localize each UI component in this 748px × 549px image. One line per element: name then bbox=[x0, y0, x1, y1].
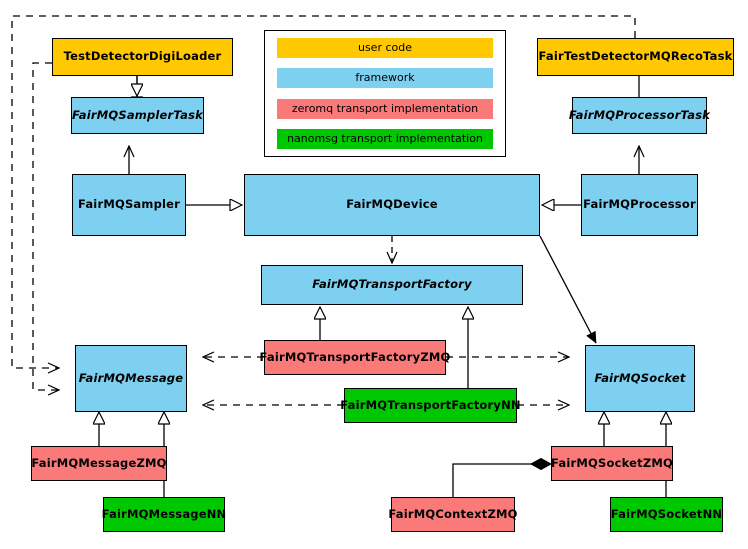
class-box-fairmqmessage[interactable]: FairMQMessage bbox=[75, 345, 187, 412]
class-box-label: FairMQMessage bbox=[78, 370, 184, 385]
class-box-label: FairMQProcessor bbox=[583, 197, 696, 212]
class-box-fairmqsocketnn[interactable]: FairMQSocketNN bbox=[610, 497, 723, 532]
class-box-testdetectordigiloader[interactable]: TestDetectorDigiLoader bbox=[52, 38, 233, 76]
class-box-fairmqprocessortask[interactable]: FairMQProcessorTask bbox=[568, 97, 711, 134]
class-box-fairmqsocketzmq[interactable]: FairMQSocketZMQ bbox=[551, 446, 673, 481]
class-box-label: FairMQSocketZMQ bbox=[551, 455, 673, 470]
class-box-fairmqtransportfactoryzmq[interactable]: FairMQTransportFactoryZMQ bbox=[260, 340, 450, 375]
class-box-label: FairMQSocketNN bbox=[610, 506, 723, 521]
class-box-label: FairMQMessageNN bbox=[101, 506, 227, 521]
class-box-label: FairMQSamplerTask bbox=[72, 107, 203, 122]
class-box-label: FairMQTransportFactoryZMQ bbox=[259, 349, 451, 364]
edge-digiloader-message bbox=[32, 62, 59, 390]
class-box-label: TestDetectorDigiLoader bbox=[63, 49, 222, 64]
legend-item-zeromq: zeromq transport implementation bbox=[277, 98, 493, 119]
legend-item-nanomsg: nanomsg transport implementation bbox=[277, 128, 493, 149]
legend-item-user-code: user code bbox=[277, 38, 493, 58]
legend: user code framework zeromq transport imp… bbox=[264, 30, 506, 157]
class-box-label: FairMQProcessorTask bbox=[568, 107, 711, 122]
class-box-label: FairTestDetectorMQRecoTask bbox=[538, 49, 733, 64]
class-box-label: FairMQDevice bbox=[346, 197, 438, 212]
class-box-label: FairMQSocket bbox=[594, 370, 686, 385]
class-box-fairmqmessagezmq[interactable]: FairMQMessageZMQ bbox=[31, 446, 167, 481]
class-box-fairmqtransportfactory[interactable]: FairMQTransportFactory bbox=[261, 265, 523, 305]
class-box-label: FairMQMessageZMQ bbox=[31, 455, 167, 470]
edge-device-socket bbox=[539, 235, 597, 343]
class-box-fairtestdetectormqrecotask[interactable]: FairTestDetectorMQRecoTask bbox=[537, 38, 734, 76]
class-box-label: FairMQTransportFactory bbox=[312, 277, 472, 292]
class-box-fairmqsamplertask[interactable]: FairMQSamplerTask bbox=[71, 97, 204, 134]
class-box-fairmqcontextzmq[interactable]: FairMQContextZMQ bbox=[388, 497, 518, 532]
class-box-fairmqmessagenn[interactable]: FairMQMessageNN bbox=[101, 497, 227, 532]
class-box-label: FairMQSampler bbox=[77, 197, 181, 212]
class-box-fairmqtransportfactorynn[interactable]: FairMQTransportFactoryNN bbox=[340, 388, 521, 423]
class-box-fairmqdevice[interactable]: FairMQDevice bbox=[244, 174, 540, 236]
edge-socketzmq-contextzmq bbox=[452, 464, 551, 497]
legend-item-framework: framework bbox=[277, 68, 493, 89]
class-box-label: FairMQTransportFactoryNN bbox=[340, 397, 521, 412]
class-box-fairmqprocessor[interactable]: FairMQProcessor bbox=[581, 174, 698, 236]
class-box-fairmqsocket[interactable]: FairMQSocket bbox=[585, 345, 695, 412]
class-box-fairmqsampler[interactable]: FairMQSampler bbox=[72, 174, 186, 236]
class-box-label: FairMQContextZMQ bbox=[388, 506, 518, 521]
